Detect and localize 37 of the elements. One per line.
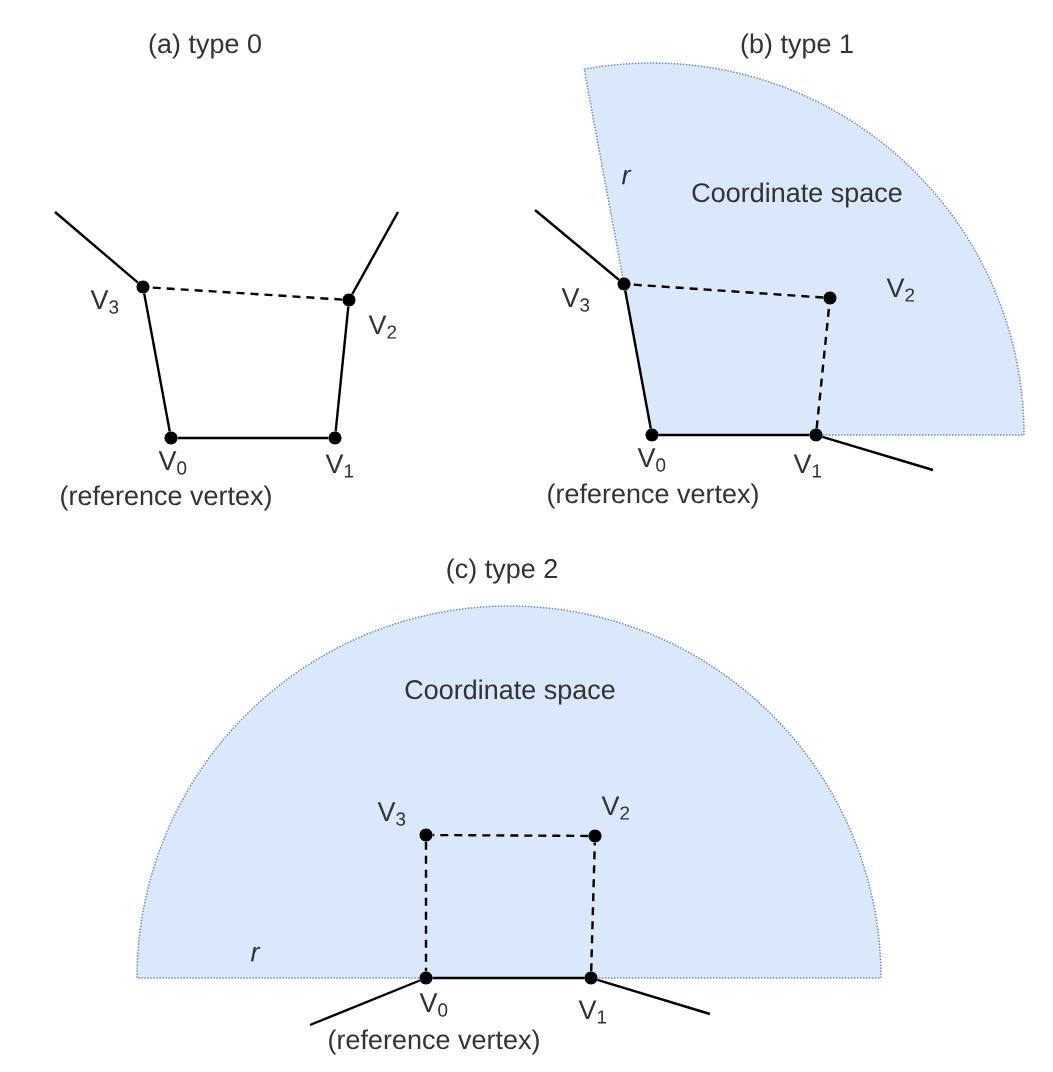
polygon-side — [624, 290, 652, 429]
vertex-caption: (reference vertex) — [329, 1029, 539, 1055]
panel-title: (c) type 2 — [447, 558, 557, 584]
vertex-caption: (reference vertex) — [61, 485, 271, 511]
panel-title: (a) type 0 — [149, 33, 261, 59]
vertex-label: V$_{2}$ — [368, 315, 397, 339]
radius-label: r — [250, 946, 261, 962]
vertex-label: V$_{1}$ — [578, 1000, 607, 1024]
line-segment — [597, 978, 711, 1016]
radius-label: r — [621, 169, 632, 185]
vertex-label: V$_{2}$ — [601, 796, 630, 820]
line-segment — [534, 209, 620, 281]
vertex-label: V$_{0}$ — [158, 451, 187, 475]
line-segment — [822, 435, 934, 472]
polygon-side — [432, 976, 585, 980]
vertex-label: V$_{2}$ — [886, 278, 915, 302]
vertex-label: V$_{0}$ — [637, 448, 666, 472]
line-segment — [54, 211, 139, 284]
vertex-label: V$_{1}$ — [793, 454, 822, 478]
line-segment — [309, 979, 421, 1027]
region-label: Coordinate space — [692, 182, 902, 208]
polygon-side — [658, 433, 810, 437]
polygon-side — [432, 833, 589, 838]
polygon-side — [424, 841, 428, 972]
line-segment — [351, 211, 400, 295]
vertex-label: V$_{3}$ — [90, 290, 119, 314]
polygon-side — [334, 306, 350, 432]
vertex-caption: (reference vertex) — [548, 483, 758, 509]
region-label: Coordinate space — [405, 679, 615, 705]
vertex-label: V$_{0}$ — [419, 993, 448, 1017]
polygon-side — [143, 293, 171, 432]
panel-title: (b) type 1 — [741, 33, 853, 59]
polygon-side — [590, 842, 596, 972]
vertex-label: V$_{3}$ — [561, 288, 590, 312]
polygon-side — [177, 436, 329, 440]
vertex-label: V$_{3}$ — [377, 802, 406, 826]
vertex-label: V$_{1}$ — [325, 454, 354, 478]
